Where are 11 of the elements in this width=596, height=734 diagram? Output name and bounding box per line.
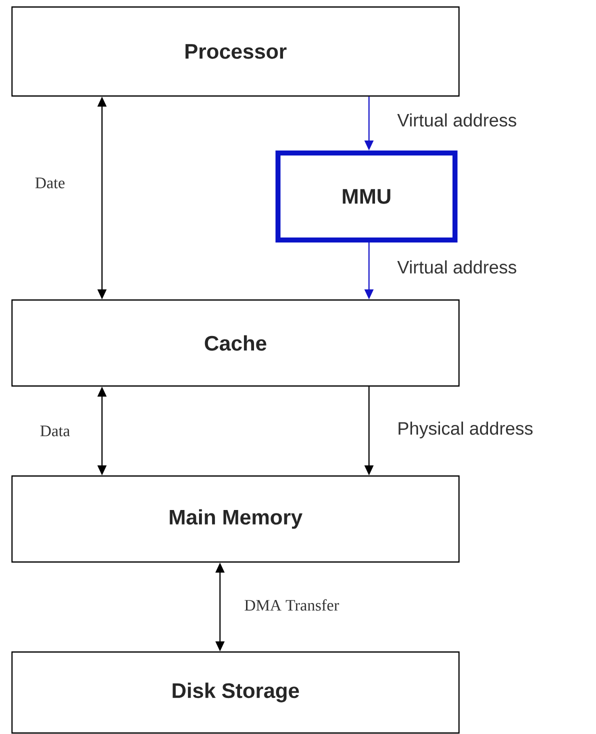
process-box: MMU [276, 150, 458, 242]
edge-label: Data [38, 424, 72, 438]
process-box: Main Memory [11, 475, 460, 563]
edge-label: Virtual address [396, 112, 518, 128]
process-box: Processor [11, 6, 460, 97]
edge-label: Physical address [396, 420, 534, 440]
edge-label: DMA Transfer [243, 598, 340, 612]
process-box: Cache [11, 299, 460, 387]
process-box: Disk Storage [11, 651, 460, 734]
edge-label: Virtual address [396, 259, 518, 275]
edge-label: Date [34, 176, 66, 190]
